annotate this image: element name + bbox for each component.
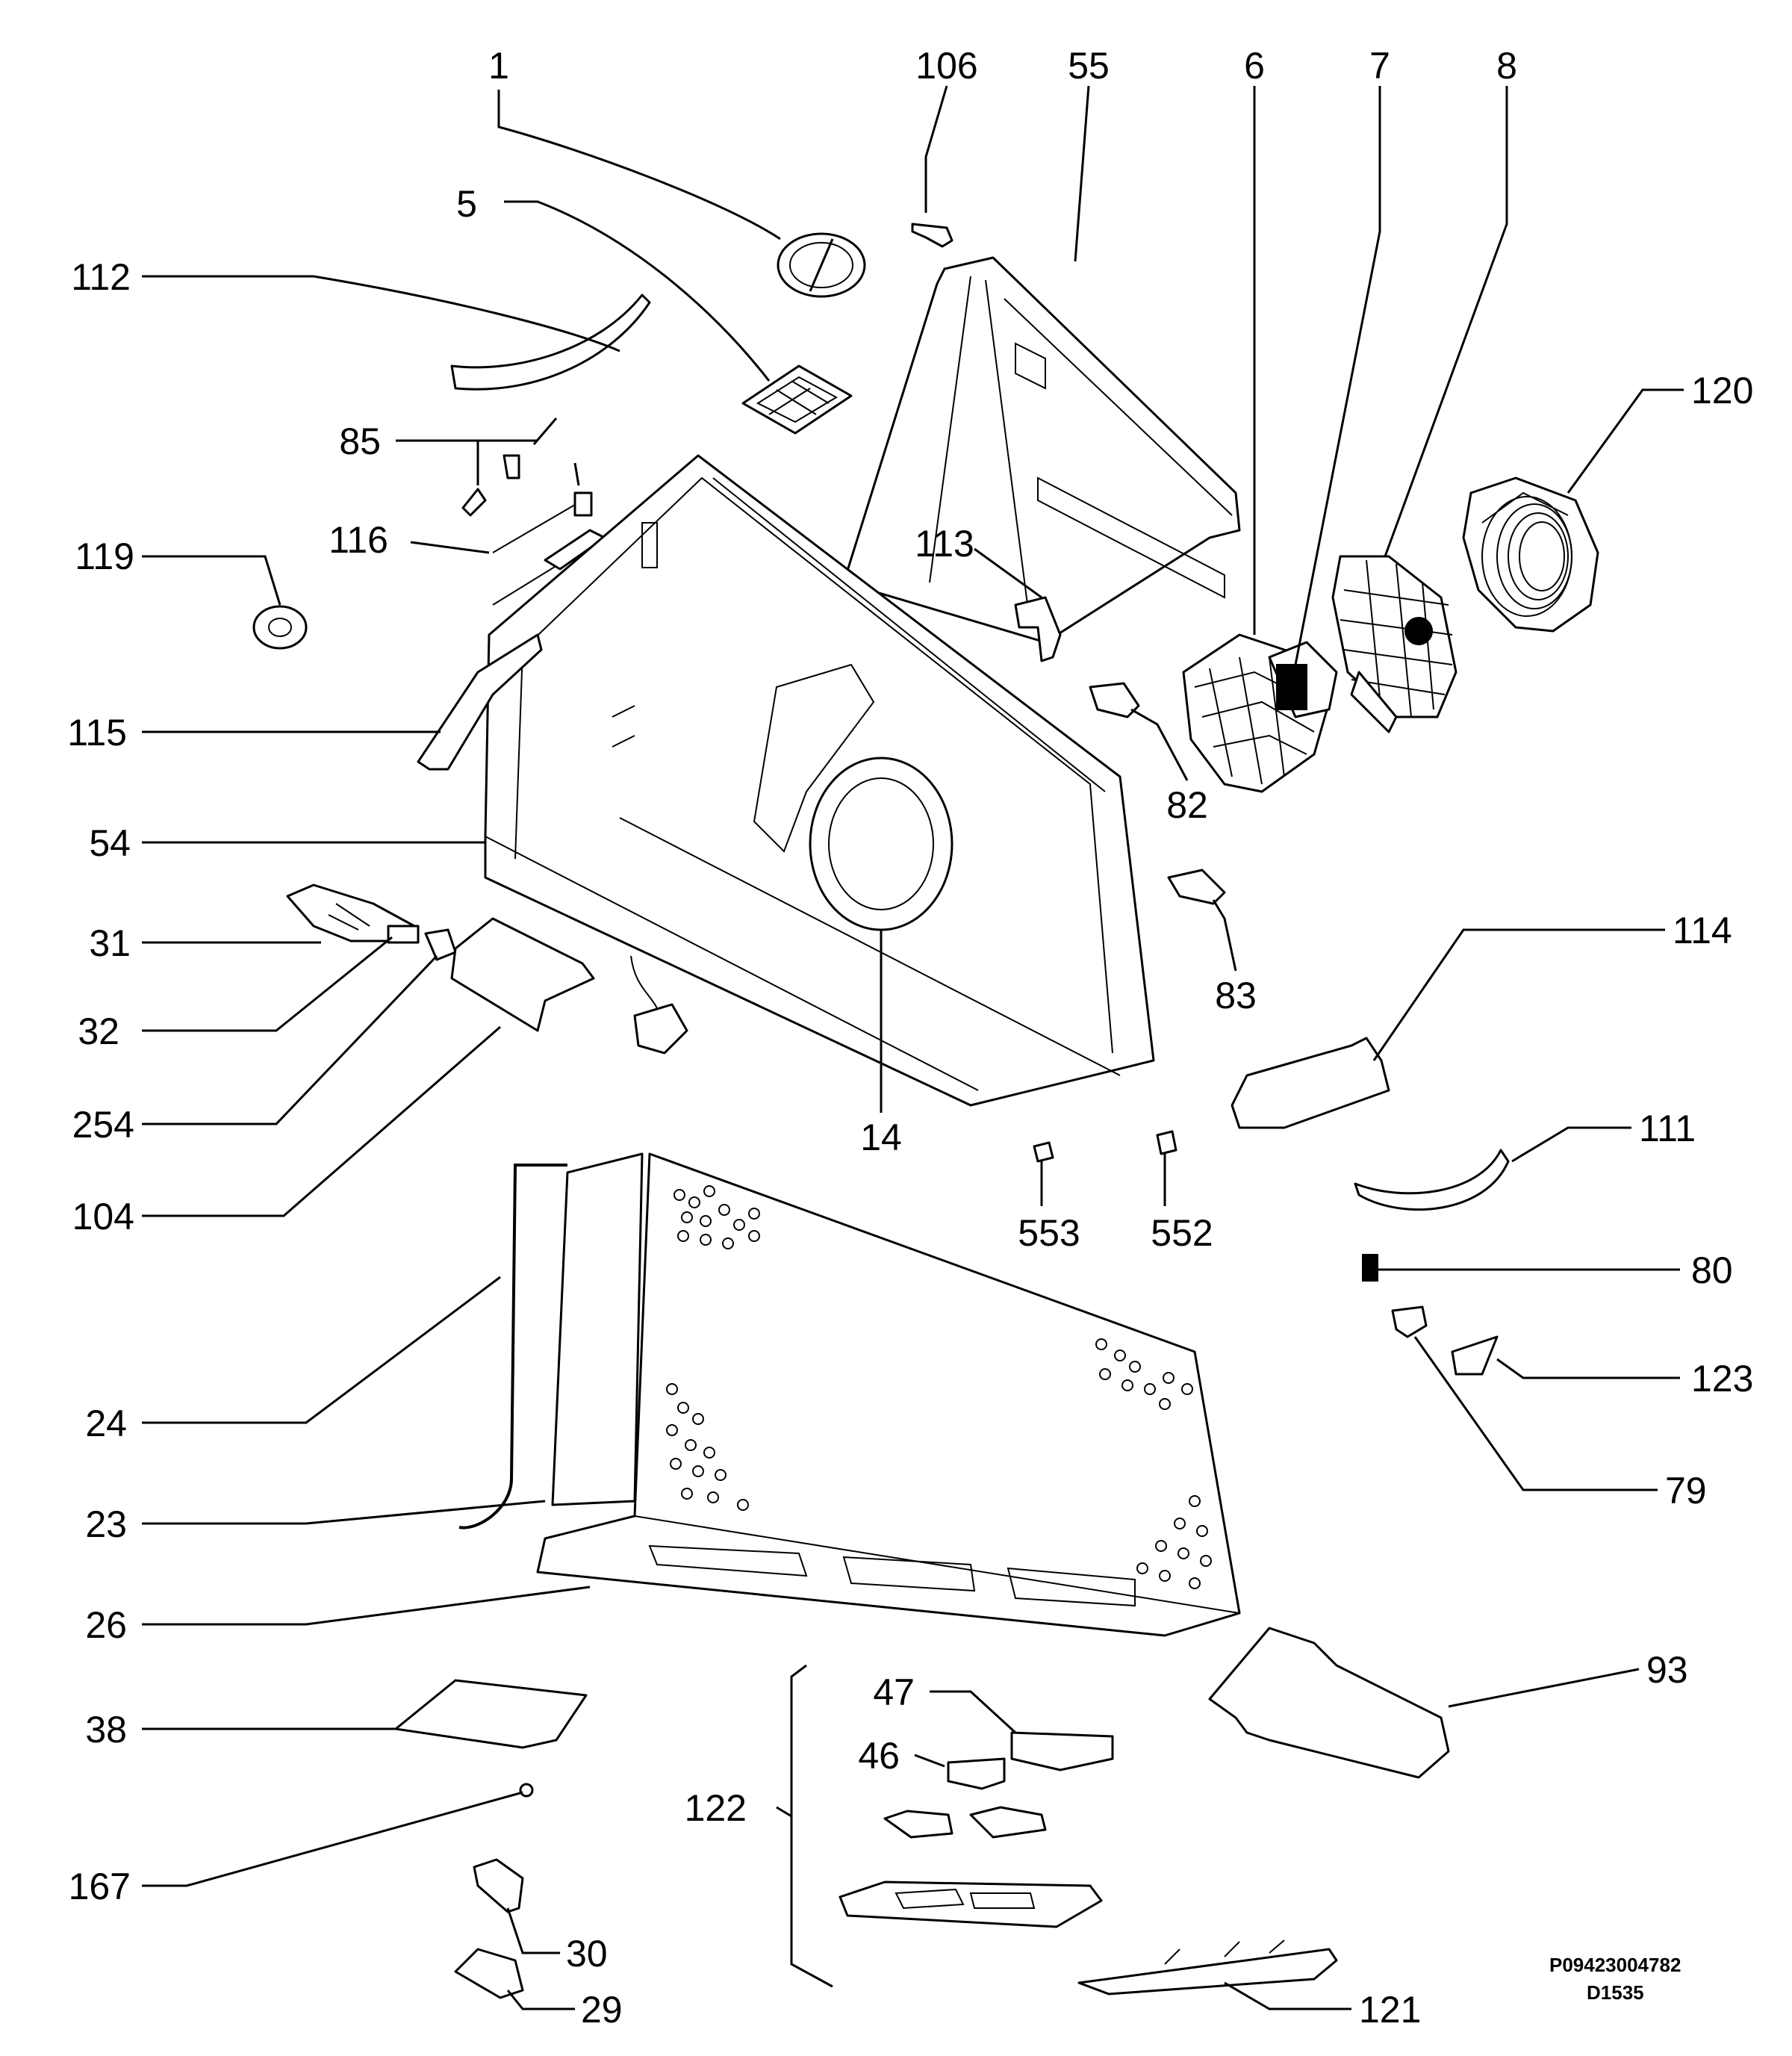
label-93: 93	[1646, 1649, 1688, 1691]
part-113-bracket	[1014, 596, 1062, 662]
part-121-grease-filter	[1077, 1939, 1338, 1996]
label-80: 80	[1691, 1249, 1733, 1291]
label-46: 46	[858, 1735, 900, 1777]
label-553: 553	[1018, 1212, 1080, 1254]
part-47-cover	[1010, 1731, 1114, 1771]
label-29: 29	[581, 1989, 623, 2031]
label-31: 31	[89, 922, 131, 964]
part-80-switch	[1362, 1254, 1378, 1282]
label-106: 106	[915, 45, 977, 87]
part-drawings	[252, 223, 1599, 1999]
label-6: 6	[1244, 45, 1265, 87]
label-104: 104	[72, 1196, 134, 1237]
label-113: 113	[915, 523, 974, 565]
label-47: 47	[873, 1671, 915, 1713]
part-5-filter-insert	[741, 364, 853, 435]
part-82-clip	[1089, 682, 1140, 718]
part-114-bracket	[1231, 1037, 1390, 1129]
label-30: 30	[566, 1933, 608, 1975]
part-55-chimney	[842, 256, 1241, 644]
part-1-round-clip	[777, 232, 866, 298]
part-38-lamp-cover	[394, 1679, 588, 1749]
part-122-group-parts	[839, 1806, 1103, 1928]
part-85-pin-clip	[461, 417, 558, 517]
part-167-screw	[519, 1783, 534, 1798]
part-553-connector	[1033, 1141, 1054, 1163]
label-85: 85	[339, 420, 381, 462]
part-7-motor	[1268, 641, 1338, 718]
power-cable-plug	[630, 955, 688, 1055]
part-31-lamp	[286, 883, 420, 944]
leader-lines	[142, 85, 1684, 2010]
label-38: 38	[85, 1709, 127, 1751]
label-54: 54	[89, 822, 131, 864]
part-24-handle-rail	[458, 1164, 567, 1529]
label-114: 114	[1673, 910, 1732, 951]
drawing-number: P09423004782	[1549, 1954, 1681, 1976]
label-7: 7	[1369, 45, 1390, 87]
label-24: 24	[85, 1403, 127, 1444]
part-79-small-part	[1391, 1305, 1428, 1338]
label-8: 8	[1496, 45, 1517, 87]
part-104-lamp-bracket	[450, 917, 595, 1032]
part-54-hood-body	[484, 454, 1155, 1107]
part-106-clip	[911, 223, 953, 248]
part-111-trim	[1354, 1149, 1510, 1211]
part-8-fan-grille	[1331, 555, 1457, 733]
part-83-clip	[1167, 869, 1226, 905]
part-29-socket	[454, 1948, 524, 1999]
label-121: 121	[1359, 1989, 1421, 2031]
part-26-lower-body	[536, 1152, 1241, 1637]
label-83: 83	[1215, 975, 1257, 1016]
label-111: 111	[1639, 1108, 1696, 1149]
drawing-codes: P09423004782 D1535	[1549, 1954, 1681, 2004]
label-119: 119	[75, 535, 134, 577]
label-5: 5	[456, 183, 477, 225]
label-55: 55	[1068, 45, 1110, 87]
label-112: 112	[71, 256, 131, 298]
drawing-code: D1535	[1587, 1981, 1644, 2004]
label-32: 32	[78, 1010, 119, 1052]
label-1: 1	[488, 45, 509, 87]
label-115: 115	[67, 712, 127, 754]
part-labels: 1 106 55 6 7 8 5 112 120 85 116 119 113 …	[67, 45, 1753, 2031]
label-120: 120	[1691, 370, 1753, 411]
part-93-bracket	[1208, 1627, 1450, 1779]
label-26: 26	[85, 1604, 127, 1646]
part-254-lamp-holder	[424, 928, 457, 961]
label-79: 79	[1665, 1470, 1707, 1512]
label-116: 116	[329, 519, 388, 561]
label-23: 23	[85, 1503, 127, 1545]
part-120-carbon-filter	[1462, 476, 1599, 633]
label-82: 82	[1166, 784, 1208, 826]
label-552: 552	[1151, 1212, 1213, 1254]
part-112-trim	[450, 294, 651, 391]
vent-holes	[666, 1185, 1212, 1589]
part-552-connector	[1156, 1130, 1177, 1155]
label-14: 14	[860, 1116, 902, 1158]
part-23-front-trim	[551, 1152, 644, 1506]
part-30-socket-plate	[473, 1858, 524, 1913]
part-46-box	[947, 1757, 1006, 1790]
label-167: 167	[69, 1866, 131, 1907]
part-123-pad	[1451, 1335, 1499, 1376]
label-123: 123	[1691, 1358, 1753, 1400]
part-115-bracket	[417, 633, 543, 771]
label-254: 254	[72, 1104, 134, 1146]
label-122: 122	[685, 1787, 747, 1829]
part-119-knob	[252, 605, 308, 650]
